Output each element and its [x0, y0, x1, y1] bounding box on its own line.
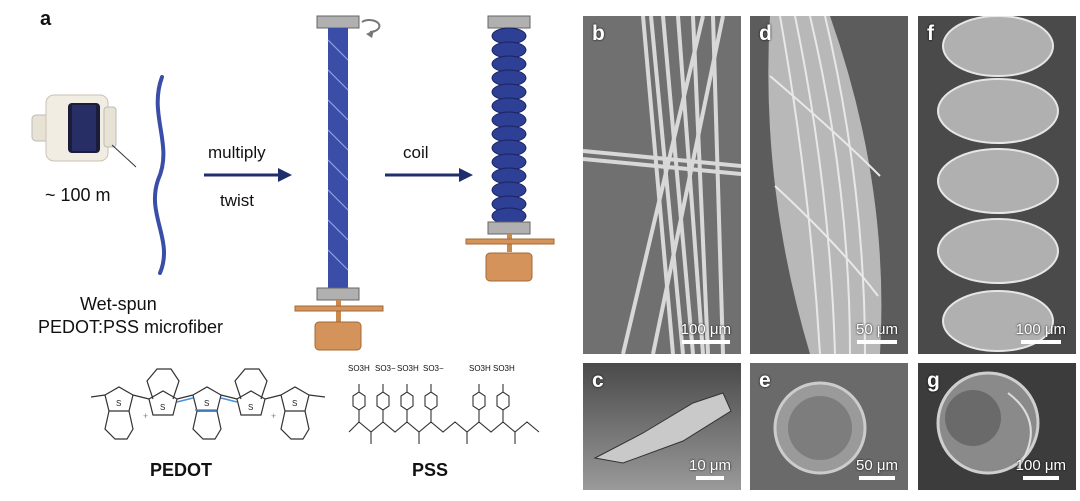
sem-image-twisted-yarn	[750, 16, 908, 354]
scale-bar: 10 μm	[689, 457, 731, 480]
panel-g-letter: g	[927, 369, 940, 392]
spool-length-label: ~ 100 m	[45, 185, 111, 205]
pss-group-label: SO3H	[493, 364, 515, 373]
scale-label: 10 μm	[689, 457, 731, 474]
single-fiber	[152, 75, 166, 275]
scale-bar: 50 μm	[856, 321, 898, 344]
sem-panel-f: f 100 μm	[918, 16, 1076, 354]
panel-e-letter: e	[759, 369, 771, 392]
svg-text:+: +	[271, 411, 276, 421]
pss-label: PSS	[412, 460, 449, 480]
arrow1-bottom-label: twist	[220, 191, 254, 210]
panel-a-letter: a	[40, 8, 52, 30]
scale-label: 50 μm	[856, 321, 898, 338]
twisted-yarn-assembly	[294, 15, 384, 351]
sem-image-coiled-yarn	[918, 16, 1076, 354]
scale-bar: 50 μm	[856, 457, 898, 480]
pss-group-label: SO3H	[397, 364, 419, 373]
pss-structure	[348, 384, 540, 444]
pedot-label: PEDOT	[150, 460, 213, 480]
svg-text:S: S	[160, 403, 165, 412]
scale-label: 100 μm	[1015, 457, 1066, 474]
pss-group-label: SO3H	[469, 364, 491, 373]
svg-text:S: S	[204, 399, 209, 408]
sem-panel-d: d 50 μm	[750, 16, 908, 354]
pedot-structure: S S S S S + +	[90, 368, 326, 440]
sem-panel-c: c 10 μm	[583, 363, 741, 490]
scale-bar: 100 μm	[1016, 321, 1066, 344]
panel-d-letter: d	[759, 22, 772, 45]
sem-image-fiber-cross-section	[583, 363, 741, 490]
pss-group-label: SO3−	[375, 364, 396, 373]
pss-group-label: SO3H	[348, 364, 370, 373]
scale-label: 50 μm	[856, 457, 898, 474]
sem-image-coil-cross-section	[918, 363, 1076, 490]
arrow-right-icon	[204, 168, 292, 182]
sem-panel-g: g 100 μm	[918, 363, 1076, 490]
scale-bar: 100 μm	[681, 321, 731, 344]
panel-b-letter: b	[592, 22, 605, 45]
arrow2-top-label: coil	[403, 143, 429, 162]
svg-text:S: S	[116, 399, 121, 408]
sem-image-yarn-cross-section	[750, 363, 908, 490]
sem-panel-b: b 100 μm	[583, 16, 741, 354]
scale-bar: 100 μm	[1016, 457, 1066, 480]
svg-text:+: +	[143, 411, 148, 421]
scale-label: 100 μm	[680, 321, 731, 338]
panel-c-letter: c	[592, 369, 604, 392]
svg-text:S: S	[248, 403, 253, 412]
arrow-right-icon	[385, 168, 473, 182]
sem-panel-e: e 50 μm	[750, 363, 908, 490]
arrow1-top-label: multiply	[208, 143, 266, 162]
panel-f-letter: f	[927, 22, 934, 45]
svg-text:S: S	[292, 399, 297, 408]
pss-sulfonate-groups: SO3H SO3− SO3H SO3− SO3H SO3H	[345, 364, 545, 378]
coiled-yarn-assembly	[465, 15, 555, 282]
fiber-caption-line2: PEDOT:PSS microfiber	[38, 317, 224, 337]
spool-image	[31, 94, 137, 168]
pss-group-label: SO3−	[423, 364, 444, 373]
sem-image-parallel-fibers	[583, 16, 741, 354]
scale-label: 100 μm	[1015, 321, 1066, 338]
fiber-caption-line1: Wet-spun	[80, 294, 157, 314]
